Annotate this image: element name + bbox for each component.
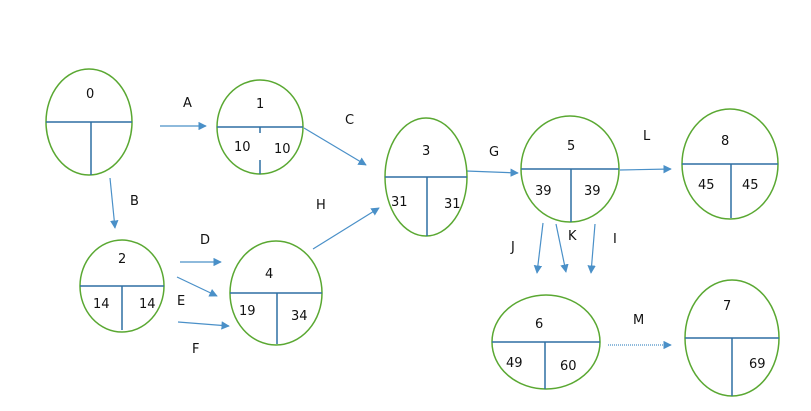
node-late-time: 60 bbox=[560, 359, 577, 374]
activity-edge-i: I bbox=[587, 223, 617, 274]
activity-label-d: D bbox=[200, 233, 210, 248]
node-early-time: 19 bbox=[239, 304, 256, 319]
event-node-2: 2 14 14 bbox=[79, 239, 165, 333]
activity-edge-d: D bbox=[180, 233, 222, 267]
node-late-time: 39 bbox=[584, 184, 601, 199]
node-late-time: 10 bbox=[274, 142, 291, 157]
activity-edge-h: H bbox=[312, 198, 380, 250]
node-id: 2 bbox=[118, 252, 126, 267]
node-late-time: 14 bbox=[139, 297, 156, 312]
node-id: 0 bbox=[86, 87, 94, 102]
activity-edge-f: F bbox=[177, 321, 230, 357]
event-node-0: 0 bbox=[45, 68, 133, 176]
event-node-3: 3 31 31 bbox=[384, 117, 468, 237]
node-early-time: 49 bbox=[506, 356, 523, 371]
node-early-time: 14 bbox=[93, 297, 110, 312]
node-id: 7 bbox=[723, 299, 731, 314]
event-node-6: 6 49 60 bbox=[491, 294, 601, 390]
activity-label-e: E bbox=[177, 294, 185, 309]
event-node-4: 4 19 34 bbox=[229, 240, 323, 346]
node-late-time: 69 bbox=[749, 357, 766, 372]
activity-edge-k: K bbox=[555, 223, 577, 273]
node-id: 8 bbox=[721, 134, 729, 149]
activity-label-a: A bbox=[183, 96, 192, 111]
event-node-8: 8 45 45 bbox=[681, 108, 779, 220]
activity-edge-b: B bbox=[109, 177, 139, 229]
activity-edge-a: A bbox=[160, 96, 207, 131]
activity-edge-g: G bbox=[465, 145, 519, 177]
activity-edge-j: J bbox=[510, 222, 544, 274]
activity-label-m: M bbox=[633, 313, 644, 328]
activity-label-c: C bbox=[345, 113, 354, 128]
activity-label-g: G bbox=[489, 145, 499, 160]
activity-label-b: B bbox=[130, 194, 139, 209]
event-nodes: 0 1 10 10 2 14 14 3 31 bbox=[45, 68, 780, 397]
activity-label-i: I bbox=[613, 232, 617, 247]
node-late-time: 31 bbox=[444, 197, 461, 212]
activity-label-h: H bbox=[316, 198, 326, 213]
activity-edge-l: L bbox=[619, 129, 672, 174]
node-late-time: 45 bbox=[742, 178, 759, 193]
node-id: 1 bbox=[256, 97, 264, 112]
activity-edge-c: C bbox=[303, 113, 367, 166]
node-early-time: 31 bbox=[391, 195, 408, 210]
node-id: 5 bbox=[567, 139, 575, 154]
activity-label-k: K bbox=[568, 229, 577, 244]
node-id: 4 bbox=[265, 267, 273, 282]
activity-label-j: J bbox=[510, 240, 515, 255]
node-id: 6 bbox=[535, 317, 543, 332]
node-early-time: 10 bbox=[234, 140, 251, 155]
activity-edge-m: M bbox=[608, 313, 672, 350]
event-node-1: 1 10 10 bbox=[216, 79, 304, 175]
node-id: 3 bbox=[422, 144, 430, 159]
event-node-7: 7 69 bbox=[684, 279, 780, 397]
node-late-time: 34 bbox=[291, 309, 308, 324]
node-early-time: 39 bbox=[535, 184, 552, 199]
event-node-5: 5 39 39 bbox=[520, 115, 620, 223]
activity-edges: A B C D E F G H bbox=[109, 96, 672, 357]
activity-label-l: L bbox=[643, 129, 651, 144]
activity-label-f: F bbox=[192, 342, 199, 357]
activity-edge-e: E bbox=[176, 276, 218, 309]
node-early-time: 45 bbox=[698, 178, 715, 193]
